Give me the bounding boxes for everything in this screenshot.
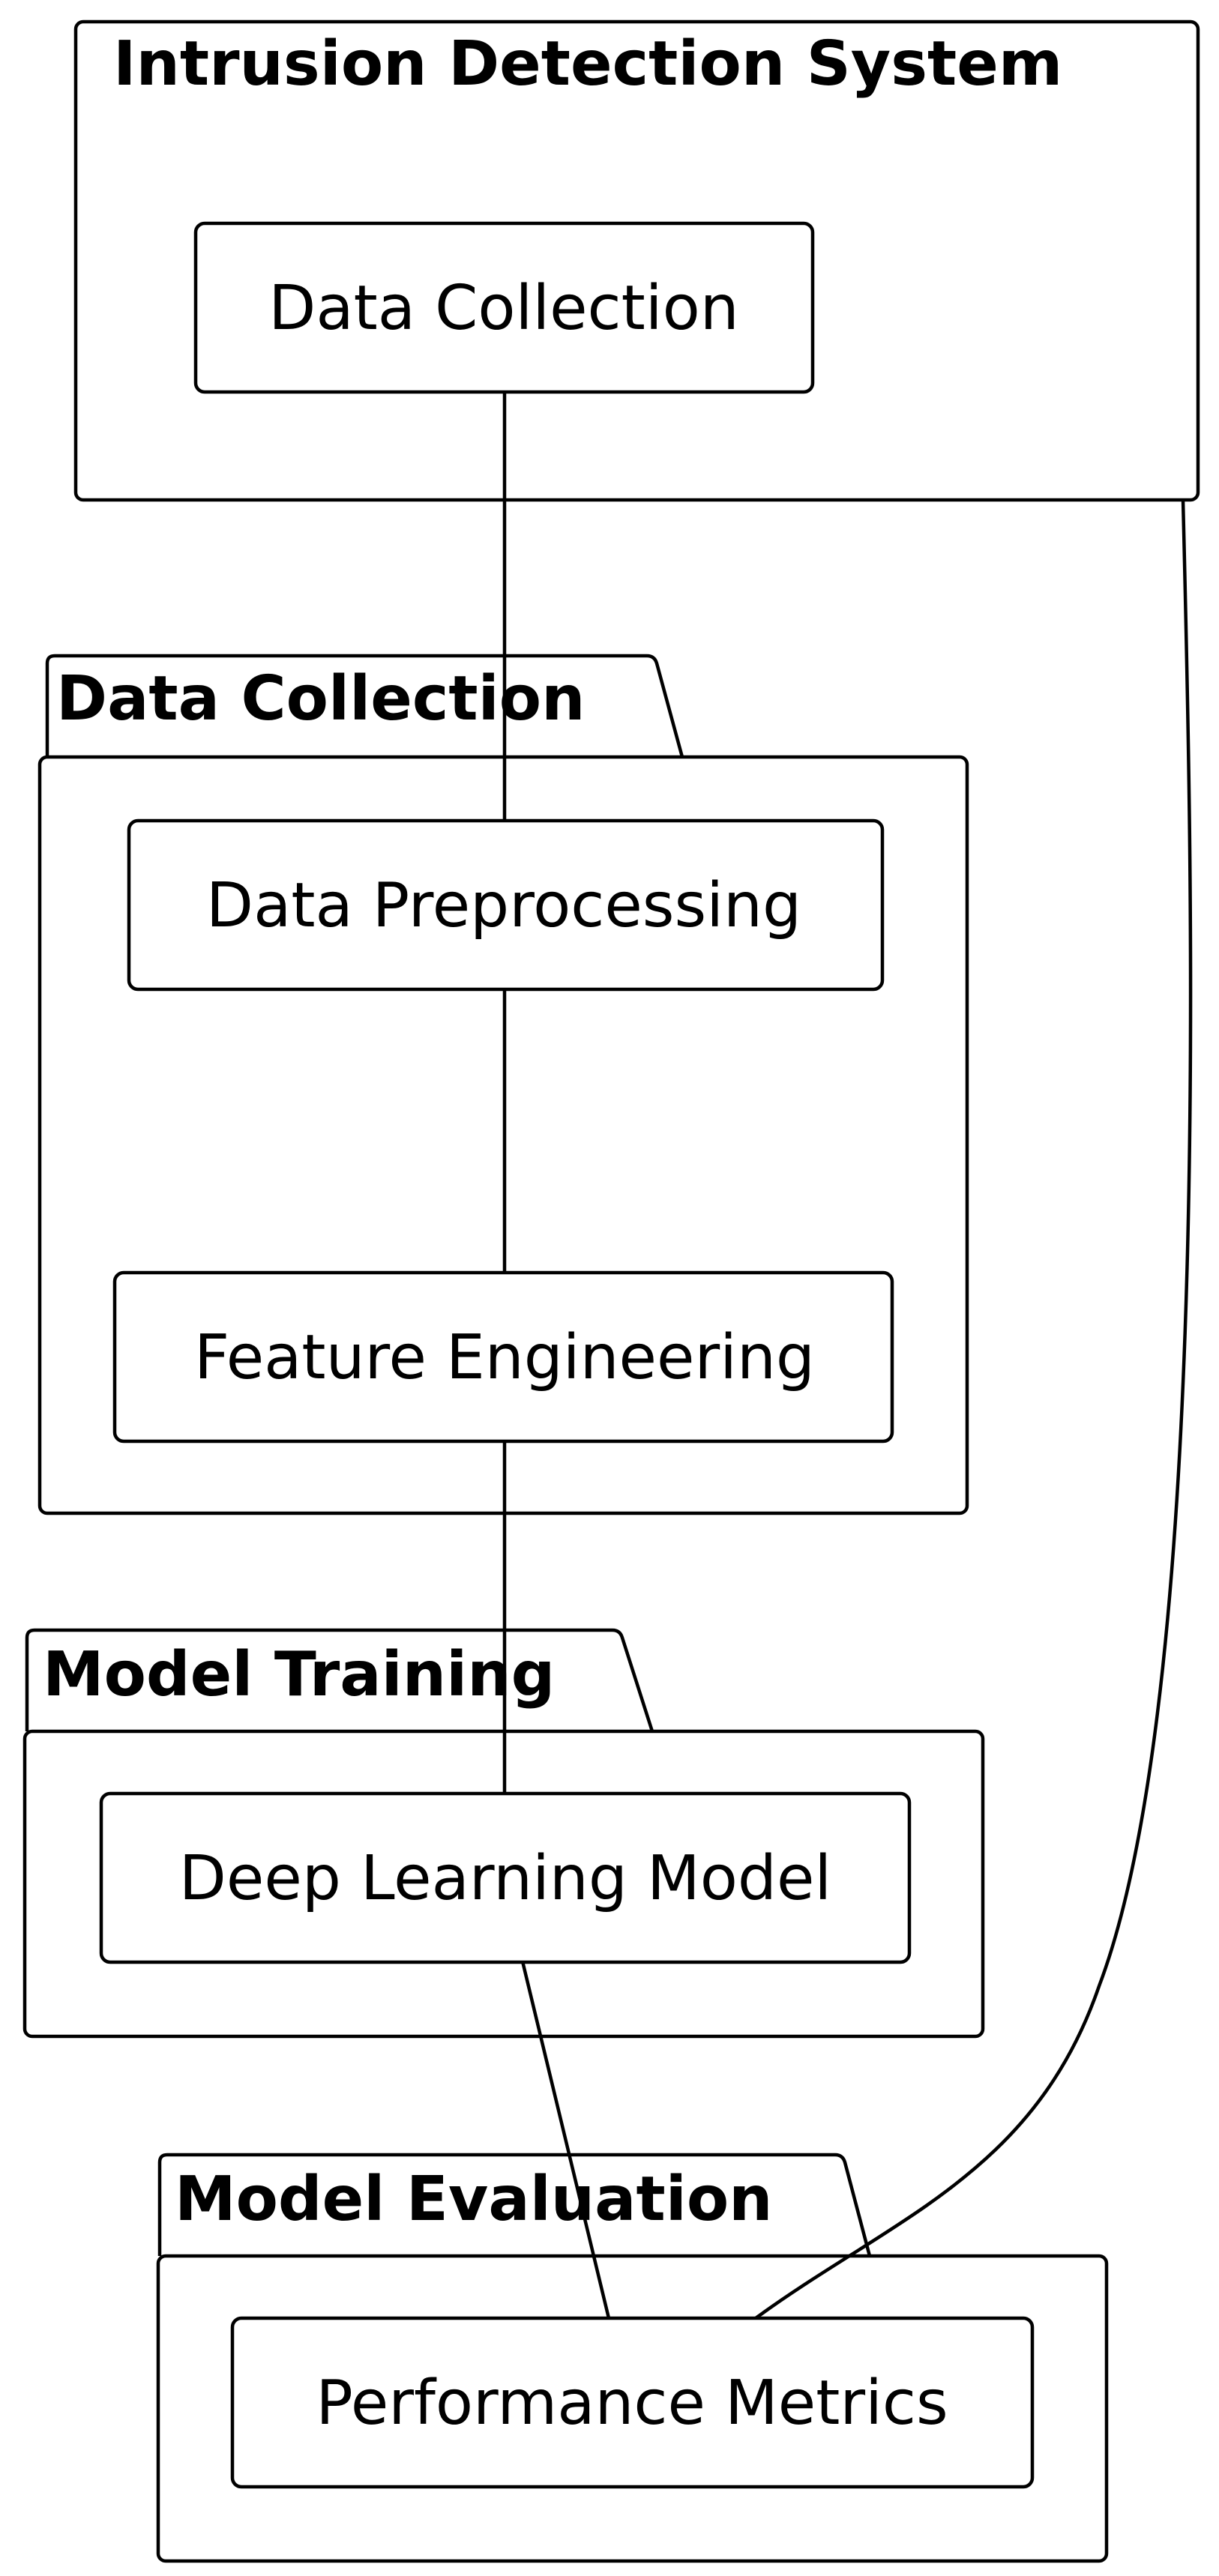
package-title: Data Collection bbox=[56, 663, 585, 735]
node-box bbox=[193, 221, 815, 394]
edge-system-to-performance-metrics bbox=[754, 499, 1193, 2320]
node-label: Deep Learning Model bbox=[179, 1843, 831, 1914]
edges bbox=[502, 392, 1193, 2320]
system-title: Intrusion Detection System bbox=[113, 28, 1062, 100]
package-tab bbox=[157, 2153, 872, 2257]
node-label: Performance Metrics bbox=[316, 2368, 948, 2439]
package-tab bbox=[25, 1628, 654, 1732]
package-title: Model Evaluation bbox=[175, 2164, 773, 2235]
node-data-collection: Data Collection bbox=[193, 221, 815, 394]
node-box bbox=[99, 1791, 912, 1964]
node-data-preprocessing: Data Preprocessing bbox=[127, 818, 885, 992]
edge-deep-learning-to-performance-metrics bbox=[520, 1961, 611, 2319]
node-label: Data Collection bbox=[268, 273, 738, 344]
node-feature-engineering: Feature Engineering bbox=[112, 1270, 894, 1444]
package-tab bbox=[45, 654, 684, 758]
node-label: Feature Engineering bbox=[194, 1322, 815, 1393]
node-box bbox=[112, 1270, 894, 1444]
node-performance-metrics: Performance Metrics bbox=[230, 2316, 1035, 2489]
node-deep-learning-model: Deep Learning Model bbox=[99, 1791, 912, 1964]
node-box bbox=[127, 818, 885, 992]
node-label: Data Preprocessing bbox=[206, 870, 801, 941]
package-title: Model Training bbox=[43, 1639, 555, 1710]
node-box bbox=[230, 2316, 1035, 2489]
